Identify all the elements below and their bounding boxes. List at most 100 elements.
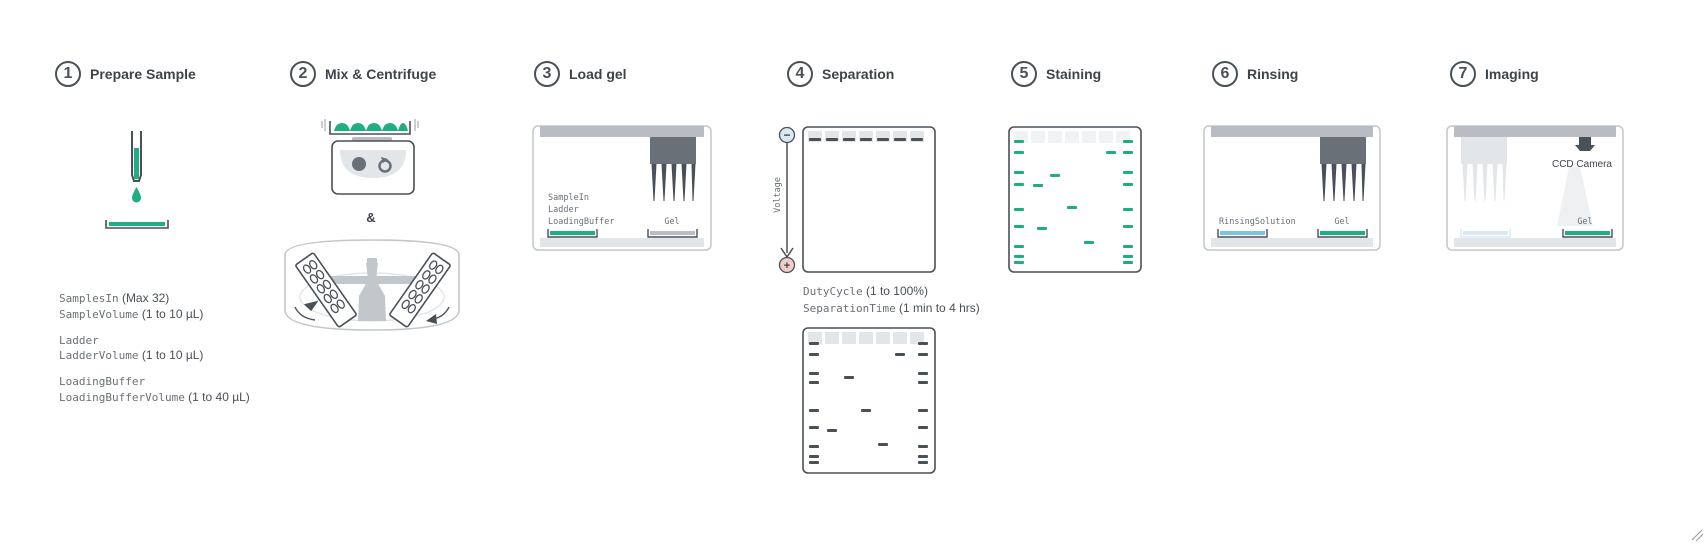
step-number: 5 [1011,61,1037,87]
stained-band [1084,241,1094,244]
step-title: Prepare Sample [90,66,196,82]
gel-band [918,445,928,448]
centrifuge-icon [284,239,460,331]
ladder-volume-param: LadderVolume (1 to 10 µL) [59,348,204,362]
stained-band [1123,225,1133,228]
ccd-camera-label: CCD Camera [1552,159,1612,170]
sample-strip-icon [105,220,169,229]
gel-well [842,131,856,142]
loaded-band [809,138,821,141]
gel-well [842,332,856,344]
gel-band [918,461,928,464]
gel-band [827,429,837,432]
gel-band [918,353,928,356]
step-number: 6 [1212,61,1238,87]
gel-band [918,372,928,375]
ccd-camera-icon [1575,137,1595,151]
step-title: Staining [1046,66,1102,82]
stained-band [1014,151,1024,154]
stained-band [1037,227,1047,230]
separation-gel-before [802,126,936,273]
rinsing-solution-label: RinsingSolution [1219,217,1296,227]
loaded-band [860,138,872,141]
step-title: Rinsing [1247,66,1299,82]
ampersand-label: & [366,210,375,225]
imaging-panel [1446,125,1624,251]
stained-band [1014,255,1024,258]
step-5-header: 5 Staining [1011,61,1101,87]
gel-band [809,353,819,356]
step-number: 4 [787,61,813,87]
stained-band [1014,245,1024,248]
step-title: Imaging [1485,66,1539,82]
gel-well [1048,131,1062,143]
stained-band [1123,151,1133,154]
samples-in-param: SamplesIn (Max 32) [59,291,170,305]
gel-well [825,332,839,344]
step-7-header: 7 Imaging [1450,61,1539,87]
voltage-label: Voltage [773,177,783,213]
gel-well [876,332,890,344]
gel-band [809,461,819,464]
duty-cycle-param: DutyCycle (1 to 100%) [803,284,928,298]
gel-well [808,332,822,344]
stained-band [1014,208,1024,211]
stained-band [1106,151,1116,154]
loaded-band [826,138,838,141]
gel-well [876,131,890,142]
step-6-header: 6 Rinsing [1212,61,1298,87]
stained-band [1033,184,1043,187]
ladder-label: Ladder [548,205,579,215]
step-title: Separation [822,66,895,82]
rinsing-panel [1203,125,1381,251]
gel-band [918,426,928,429]
step-number: 7 [1450,61,1476,87]
gel-label: Gel [664,217,679,227]
loaded-band [894,138,906,141]
loaded-band [843,138,855,141]
loaded-band [877,138,889,141]
stained-band [1014,225,1024,228]
gel-band [809,372,819,375]
gel-well [1099,131,1113,143]
gel-well [859,332,873,344]
gel-band [918,409,928,412]
gel-band [809,342,819,345]
gel-well [910,131,924,142]
separation-time-param: SeparationTime (1 min to 4 hrs) [803,301,980,315]
stained-band [1123,171,1133,174]
loading-buffer-volume-param: LoadingBufferVolume (1 to 40 µL) [59,390,250,404]
gel-well [893,332,907,344]
step-3-header: 3 Load gel [534,61,627,87]
step-number: 2 [290,61,316,87]
step-number: 1 [55,61,81,87]
step-title: Mix & Centrifuge [325,66,437,82]
gel-band [809,381,819,384]
gel-well [893,131,907,142]
gel-well [1082,131,1096,143]
gel-band [861,409,871,412]
separation-gel-after [802,327,936,474]
minus-icon: − [783,128,790,142]
stained-band [1014,183,1024,186]
step-title: Load gel [569,66,627,82]
stained-band [1014,261,1024,264]
stained-band [1123,140,1133,143]
gel-label: Gel [1577,217,1592,227]
sample-in-label: SampleIn [548,193,589,203]
resize-grip-icon[interactable] [1691,529,1704,542]
gel-well [1065,131,1079,143]
stained-band [1123,261,1133,264]
gel-band [844,376,854,379]
stained-band [1123,208,1133,211]
ladder-param: Ladder [59,334,99,347]
gel-well [910,332,924,344]
step-4-header: 4 Separation [787,61,894,87]
plus-icon: + [784,260,790,272]
gel-label: Gel [1334,217,1349,227]
stained-band [1067,206,1077,209]
gel-band [809,426,819,429]
gel-band [809,455,819,458]
gel-well [808,131,822,142]
step-1-header: 1 Prepare Sample [55,61,196,87]
